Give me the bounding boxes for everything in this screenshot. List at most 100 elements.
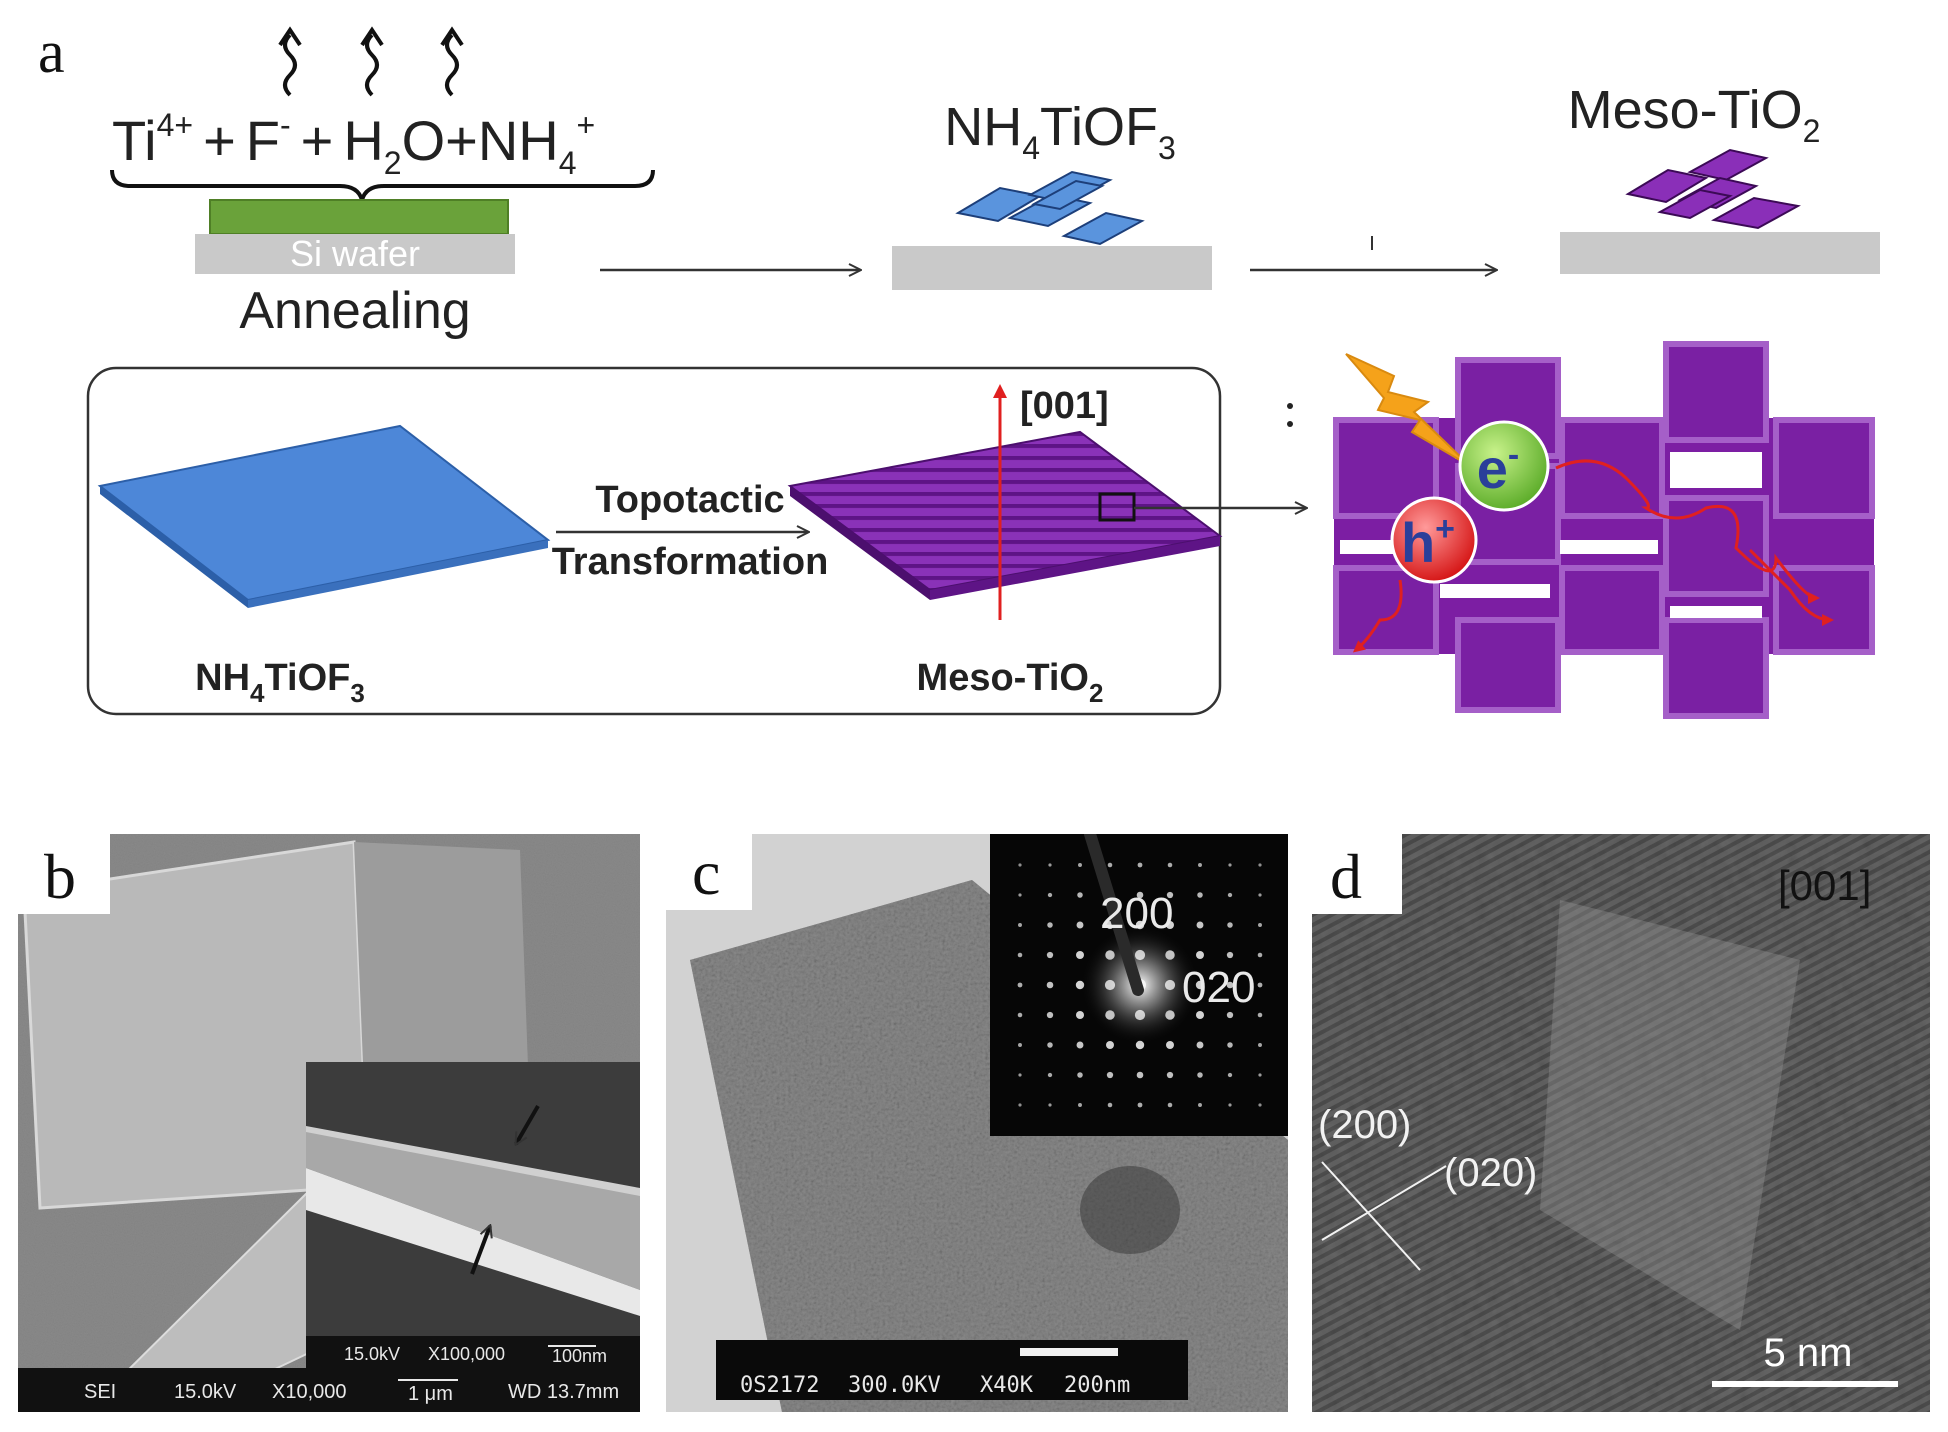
diffraction-spot: [1106, 1071, 1114, 1079]
blue-plates: [955, 170, 1145, 246]
svg-text:5 nm: 5 nm: [1764, 1331, 1853, 1375]
svg-text:(020): (020): [1444, 1151, 1537, 1195]
electron-path: [1555, 459, 1820, 604]
diffraction-spot: [1227, 1072, 1233, 1078]
diffraction-spot: [1227, 922, 1233, 928]
panel-a: a Ti4++F-+H2O+NH4+ Si wafer Annealing NH…: [38, 19, 1880, 719]
diffraction-spot: [1076, 1011, 1084, 1019]
panel-a-label: a: [38, 19, 65, 85]
diffraction-spot: [1167, 1102, 1173, 1108]
svg-text:1 μm: 1 μm: [408, 1383, 453, 1405]
diffraction-spot: [1136, 891, 1144, 899]
diffraction-spot: [1017, 982, 1023, 988]
svg-text:e-: e-: [1477, 436, 1519, 500]
diffraction-spot: [1048, 863, 1052, 867]
diffraction-spot: [1078, 1103, 1082, 1107]
svg-text:15.0kV: 15.0kV: [344, 1344, 400, 1364]
reaction-equation: Ti4++F-+H2O+NH4+: [112, 107, 595, 181]
diffraction-spot: [1227, 1042, 1233, 1048]
panel-d: (200) (020) [001] 5 nm d: [1312, 834, 1930, 1412]
inset-right-label: Meso-TiO2: [917, 657, 1104, 708]
diffraction-spot: [1166, 1071, 1174, 1079]
diffraction-spot: [1076, 1041, 1084, 1049]
meso-tio2-plate: [787, 430, 1223, 600]
hrtem-image: (200) (020) [001] 5 nm: [1312, 834, 1930, 1412]
intermediate-label: NH4TiOF3: [944, 97, 1176, 166]
diffraction-spot: [1018, 1103, 1022, 1107]
diffraction-spot: [1227, 892, 1233, 898]
svg-text:[001]: [001]: [1778, 862, 1871, 909]
diffraction-spot: [1017, 952, 1023, 958]
svg-text:(200): (200): [1318, 1103, 1411, 1147]
svg-text:0S2172: 0S2172: [740, 1373, 819, 1398]
diffraction-spot: [1106, 1041, 1114, 1049]
diffraction-spot: [1226, 1011, 1234, 1019]
electron-path-2: [1748, 548, 1834, 626]
diffraction-spot: [1137, 862, 1143, 868]
diffraction-spot: [1018, 893, 1022, 897]
sem-inset: 15.0kV X100,000 100nm: [306, 1062, 640, 1368]
diffraction-spot: [1018, 863, 1022, 867]
diffraction-spot: [1076, 921, 1084, 929]
panel-b-label: b: [44, 841, 76, 912]
diffraction-spot: [1197, 892, 1203, 898]
diffraction-spot: [1017, 1012, 1023, 1018]
mesoporous-lattice: e- h+: [1333, 341, 1875, 719]
diffraction-spot: [1196, 921, 1204, 929]
diffraction-spot: [1046, 1011, 1054, 1019]
svg-text:WD 13.7mm: WD 13.7mm: [508, 1381, 619, 1403]
purple-plates: [1625, 148, 1801, 230]
sem-image: 15.0kV X100,000 100nm SEI 15.0kV X10,000…: [18, 834, 640, 1412]
svg-text:020: 020: [1182, 963, 1255, 1012]
diffraction-spot: [1107, 862, 1113, 868]
svg-text:X10,000: X10,000: [272, 1381, 347, 1403]
diffraction-spot: [1167, 862, 1173, 868]
diffraction-spot: [1228, 863, 1232, 867]
inset-left-label: NH4TiOF3: [195, 657, 365, 708]
svg-text:h+: h+: [1401, 510, 1455, 574]
panel-c-label: c: [692, 837, 720, 908]
diffraction-spot: [1258, 1103, 1262, 1107]
diffraction-spot: [1166, 921, 1174, 929]
diffraction-spot: [1136, 1071, 1144, 1079]
svg-text:300.0KV: 300.0KV: [848, 1373, 941, 1398]
svg-text:200nm: 200nm: [1064, 1373, 1130, 1398]
diffraction-spot: [1046, 951, 1054, 959]
si-wafer-label: Si wafer: [290, 233, 420, 274]
diffraction-spot: [1226, 981, 1234, 989]
diffraction-spot: [1226, 951, 1234, 959]
topotactic-label: Topotactic: [595, 479, 784, 521]
diffraction-spot: [1018, 1043, 1022, 1047]
diffraction-spot: [1198, 863, 1202, 867]
diffraction-spot: [1077, 892, 1083, 898]
diffraction-spot: [1047, 922, 1053, 928]
svg-text:X100,000: X100,000: [428, 1344, 505, 1364]
diffraction-spot: [1018, 1073, 1022, 1077]
evaporation-arrows: [278, 26, 464, 97]
svg-text:15.0kV: 15.0kV: [174, 1381, 237, 1403]
panel-c: 200 020 0S2172 300.0KV X40K 200nm c: [666, 834, 1288, 1412]
diffraction-spot: [1258, 1073, 1262, 1077]
svg-text:100nm: 100nm: [552, 1346, 607, 1366]
diffraction-spot: [1166, 1041, 1174, 1049]
diffraction-spot: [1257, 952, 1263, 958]
product-substrate: [1560, 232, 1880, 274]
svg-text:SEI: SEI: [84, 1381, 116, 1403]
diffraction-spot: [1166, 891, 1174, 899]
diffraction-spot: [1258, 863, 1262, 867]
diffraction-spot: [1258, 923, 1262, 927]
svg-text:200: 200: [1100, 889, 1173, 938]
diffraction-spot: [1077, 1072, 1083, 1078]
diffraction-spot: [1018, 923, 1022, 927]
hole-path: [1352, 579, 1403, 653]
diffraction-spot: [1047, 1042, 1053, 1048]
svg-text:X40K: X40K: [980, 1373, 1034, 1398]
saed-inset: 200 020: [990, 834, 1288, 1136]
diffraction-spot: [1196, 1041, 1204, 1049]
diffraction-spot: [1046, 981, 1054, 989]
diffraction-spot: [1048, 1103, 1052, 1107]
tem-image: 200 020 0S2172 300.0KV X40K 200nm: [666, 834, 1288, 1412]
diffraction-spot: [1076, 951, 1084, 959]
diffraction-spot: [1137, 1102, 1143, 1108]
